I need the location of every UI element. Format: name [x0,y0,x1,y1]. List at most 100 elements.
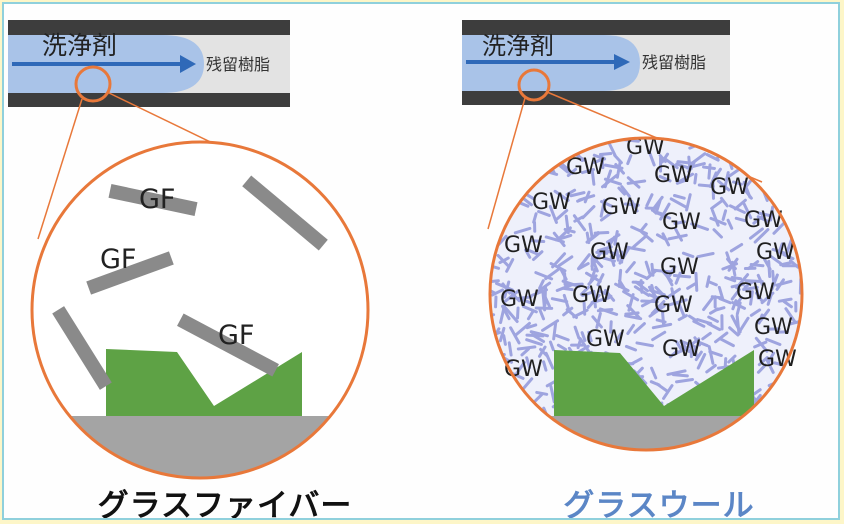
wool-strand [548,204,558,224]
wool-strand [516,295,533,301]
wool-strand [554,233,573,242]
wool-strand [754,291,765,304]
wool-strand [625,261,636,274]
wool-strand [734,216,748,223]
wool-strand [726,218,734,230]
wool-strand [710,208,720,227]
wool-strand [709,216,727,226]
right-cleaner-label: 洗浄剤 [482,32,554,60]
wool-strand [544,267,562,281]
wool-strand [591,315,603,329]
gf-label: GF [100,244,136,275]
wool-strand [696,251,715,259]
wool-strand [605,233,621,244]
gw-label: GW [586,327,625,352]
wool-strand [614,282,630,293]
wool-strand [578,337,592,355]
wool-strand [765,337,782,346]
wool-strand [752,215,764,225]
wool-strand [569,191,586,198]
wool-strand [600,200,614,208]
wool-strand [651,330,667,342]
wool-strand [505,258,515,273]
wool-strand [524,248,532,259]
wool-strand [579,285,590,296]
wool-strand [731,301,747,310]
wool-strand [590,168,596,186]
gw-label: GW [500,287,539,312]
right-zoom-marker [517,68,551,102]
wool-strand [600,174,618,189]
gw-label: GW [532,190,571,215]
wool-strand [566,167,578,177]
wool-strand [709,307,720,315]
wool-strand [501,282,512,295]
wool-strand [555,209,569,221]
gw-label: GW [710,175,749,200]
wool-strand [644,260,652,277]
wool-strand [520,347,531,357]
wool-strand [661,310,666,326]
gw-label: GW [662,337,701,362]
wool-strand [728,326,740,337]
wool-strand [501,304,511,321]
wool-strand [624,344,638,352]
wool-strand [516,345,537,351]
wool-strand [748,227,764,240]
wool-strand [620,185,631,198]
wool-strand [693,173,698,185]
wool-strand [742,202,753,220]
wool-strand [671,373,689,378]
wool-strand [701,331,712,341]
comparison-diagram: 洗浄剤 残留樹脂 GF GF GF 洗浄剤 残留樹脂 [8,20,804,480]
wool-strand [702,165,716,170]
wool-strand [624,311,640,316]
wool-strand [714,331,729,344]
wool-strand [514,321,531,336]
wool-strand [743,280,755,289]
wool-strand [545,380,557,388]
wool-strand [677,302,686,318]
wool-strand [724,276,737,283]
wool-strand [730,314,742,334]
wool-strand [551,252,567,269]
wool-strand [725,251,732,263]
gw-label: GW [602,195,641,220]
wool-strand [507,341,513,357]
wool-strand [617,268,623,288]
wool-strand [520,297,533,305]
wool-strand [687,314,699,323]
wool-strand [525,338,543,346]
right-substrate [490,416,802,450]
wool-strand [680,339,695,348]
wool-strand [595,250,609,255]
wool-strand [674,271,682,285]
wool-strand [782,299,793,309]
wool-strand [721,209,728,221]
wool-strand [666,369,687,376]
wool-strand [690,222,710,231]
wool-strand [674,227,684,242]
wool-strand [592,156,606,165]
wool-strand [581,290,594,297]
wool-strand [626,323,636,336]
wool-strand [674,378,695,384]
glass-fiber [177,313,279,377]
wool-strand [658,154,667,164]
wool-strand [705,363,717,374]
wool-strand [690,152,707,165]
wool-strand [707,280,718,287]
wool-strand [573,325,581,340]
wool-strand [768,254,783,265]
wool-strand [702,296,715,312]
gw-label: GW [504,233,543,258]
wool-strand [626,179,647,185]
wool-strand [707,345,715,365]
wool-strand [655,233,666,241]
gf-label: GF [218,320,254,351]
wool-strand [515,360,526,375]
wool-strand [753,228,770,244]
glass-fiber [52,306,112,390]
